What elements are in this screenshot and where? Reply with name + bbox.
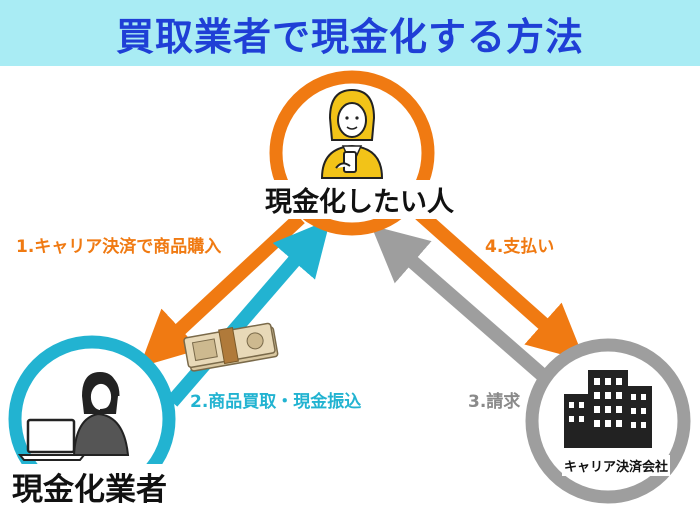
arrow-step2 xyxy=(166,218,331,407)
step1-label: 1.キャリア決済で商品購入 xyxy=(16,237,222,257)
title-banner: 買取業者で現金化する方法 xyxy=(0,0,700,66)
page-title: 買取業者で現金化する方法 xyxy=(115,14,584,59)
office-buildings-icon xyxy=(564,370,652,448)
person-node-label: 現金化したい人 xyxy=(261,180,458,219)
step3-label: 3.請求 xyxy=(468,392,521,412)
carrier-node-label: キャリア決済会社 xyxy=(562,455,671,476)
headset-operator-laptop-icon xyxy=(17,372,130,461)
step2-label: 2.商品買取・現金振込 xyxy=(190,392,362,412)
arrow-step4 xyxy=(415,208,585,361)
banknote-bundle-icon xyxy=(183,322,279,372)
dealer-node-label: 現金化業者 xyxy=(8,464,171,509)
arrow-step3 xyxy=(371,225,553,386)
woman-with-smartphone-icon xyxy=(320,88,384,179)
step4-label: 4.支払い xyxy=(485,237,555,257)
